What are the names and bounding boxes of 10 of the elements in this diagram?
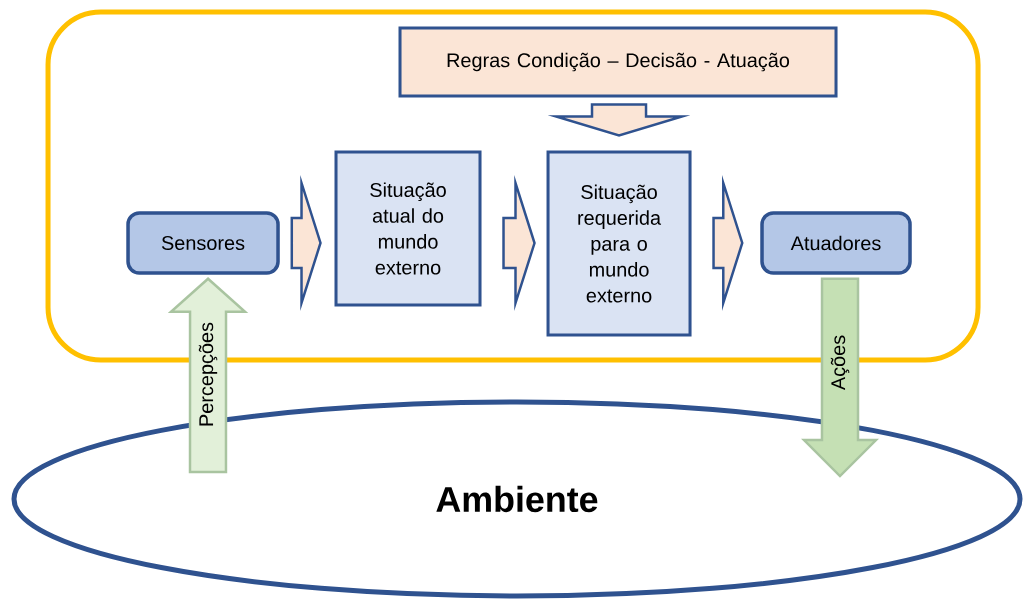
actuator-box: Atuadores [760, 211, 912, 275]
block-arrow [502, 175, 536, 312]
state-box: Situação atual do mundo externo [334, 150, 482, 307]
block-arrow [290, 174, 322, 312]
block-arrow [547, 103, 691, 137]
sensor-box: Sensores [126, 211, 280, 275]
state-box: Situação requerida para o mundo externo [546, 150, 692, 337]
edge-label: Ações [829, 333, 851, 392]
rules-box: Regras Condição – Decisão - Atuação [398, 26, 838, 98]
block-arrow [712, 174, 744, 312]
